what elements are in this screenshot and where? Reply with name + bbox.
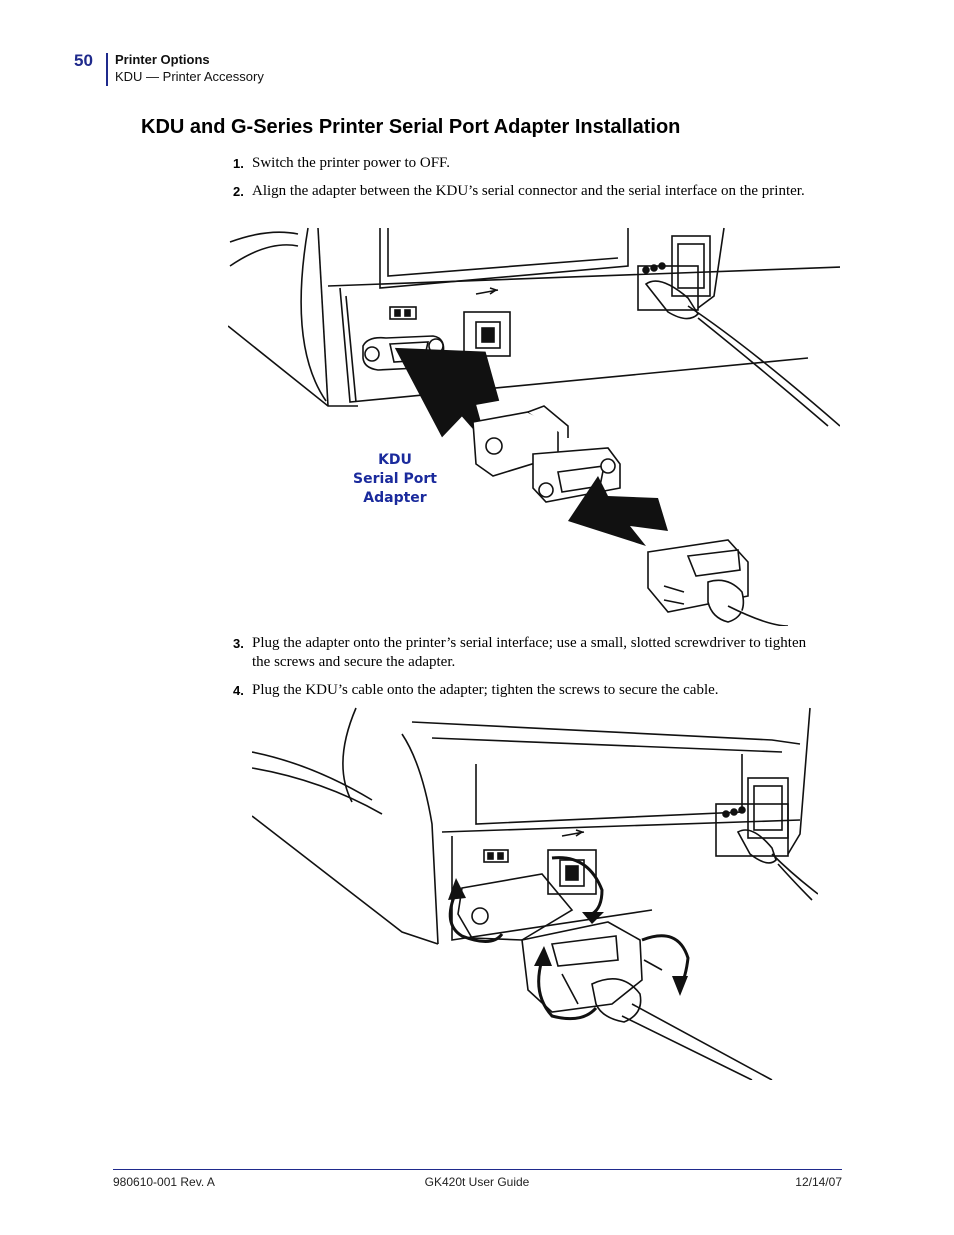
step-4: 4. Plug the KDU’s cable onto the adapter… <box>233 681 823 700</box>
kdu-adapter-callout: KDU Serial Port Adapter <box>340 451 450 508</box>
step-text: Plug the adapter onto the printer’s seri… <box>252 635 807 670</box>
step-number: 3. <box>233 636 244 651</box>
header-divider <box>106 53 108 86</box>
step-number: 2. <box>233 184 244 199</box>
step-text: Align the adapter between the KDU’s seri… <box>252 183 805 199</box>
page-title: KDU and G-Series Printer Serial Port Ada… <box>141 116 681 138</box>
step-number: 1. <box>233 156 244 171</box>
step-number: 4. <box>233 683 244 698</box>
footer-doc-number: 980610-001 Rev. A <box>113 1175 215 1189</box>
page-number: 50 <box>74 51 93 70</box>
footer-divider <box>113 1169 842 1170</box>
footer-date: 12/14/07 <box>795 1175 842 1189</box>
callout-line: KDU <box>378 452 412 468</box>
callout-line: Adapter <box>363 490 427 506</box>
step-2: 2. Align the adapter between the KDU’s s… <box>233 182 823 201</box>
step-text: Plug the KDU’s cable onto the adapter; t… <box>252 682 719 698</box>
step-3: 3. Plug the adapter onto the printer’s s… <box>233 634 823 672</box>
adapter-alignment-illustration <box>228 227 840 626</box>
header-subsection: KDU — Printer Accessory <box>115 69 264 84</box>
step-text: Switch the printer power to OFF. <box>252 155 450 171</box>
cable-attached-illustration <box>252 707 818 1080</box>
step-1: 1. Switch the printer power to OFF. <box>233 154 823 173</box>
footer-guide-title: GK420t User Guide <box>424 1175 530 1189</box>
callout-line: Serial Port <box>353 471 437 487</box>
header-section: Printer Options <box>115 52 210 67</box>
